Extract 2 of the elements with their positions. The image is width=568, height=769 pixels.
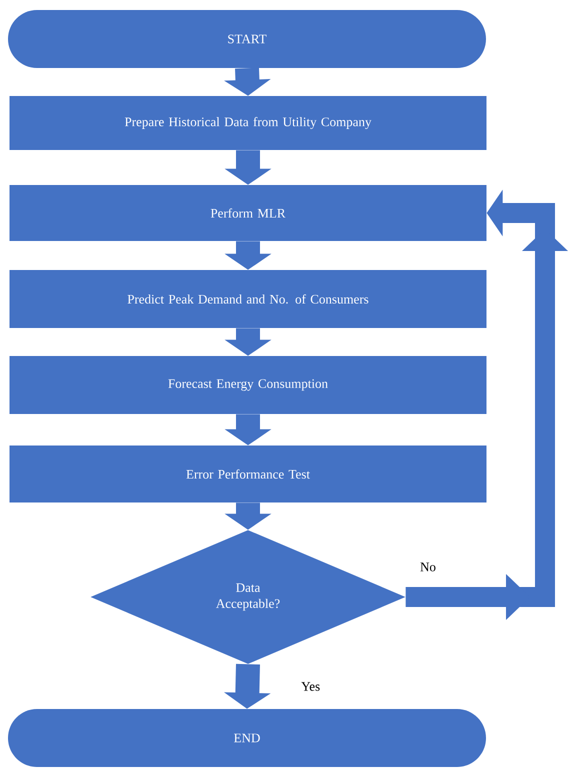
edge-label: No — [420, 562, 436, 572]
edge-label: Yes — [301, 682, 320, 691]
